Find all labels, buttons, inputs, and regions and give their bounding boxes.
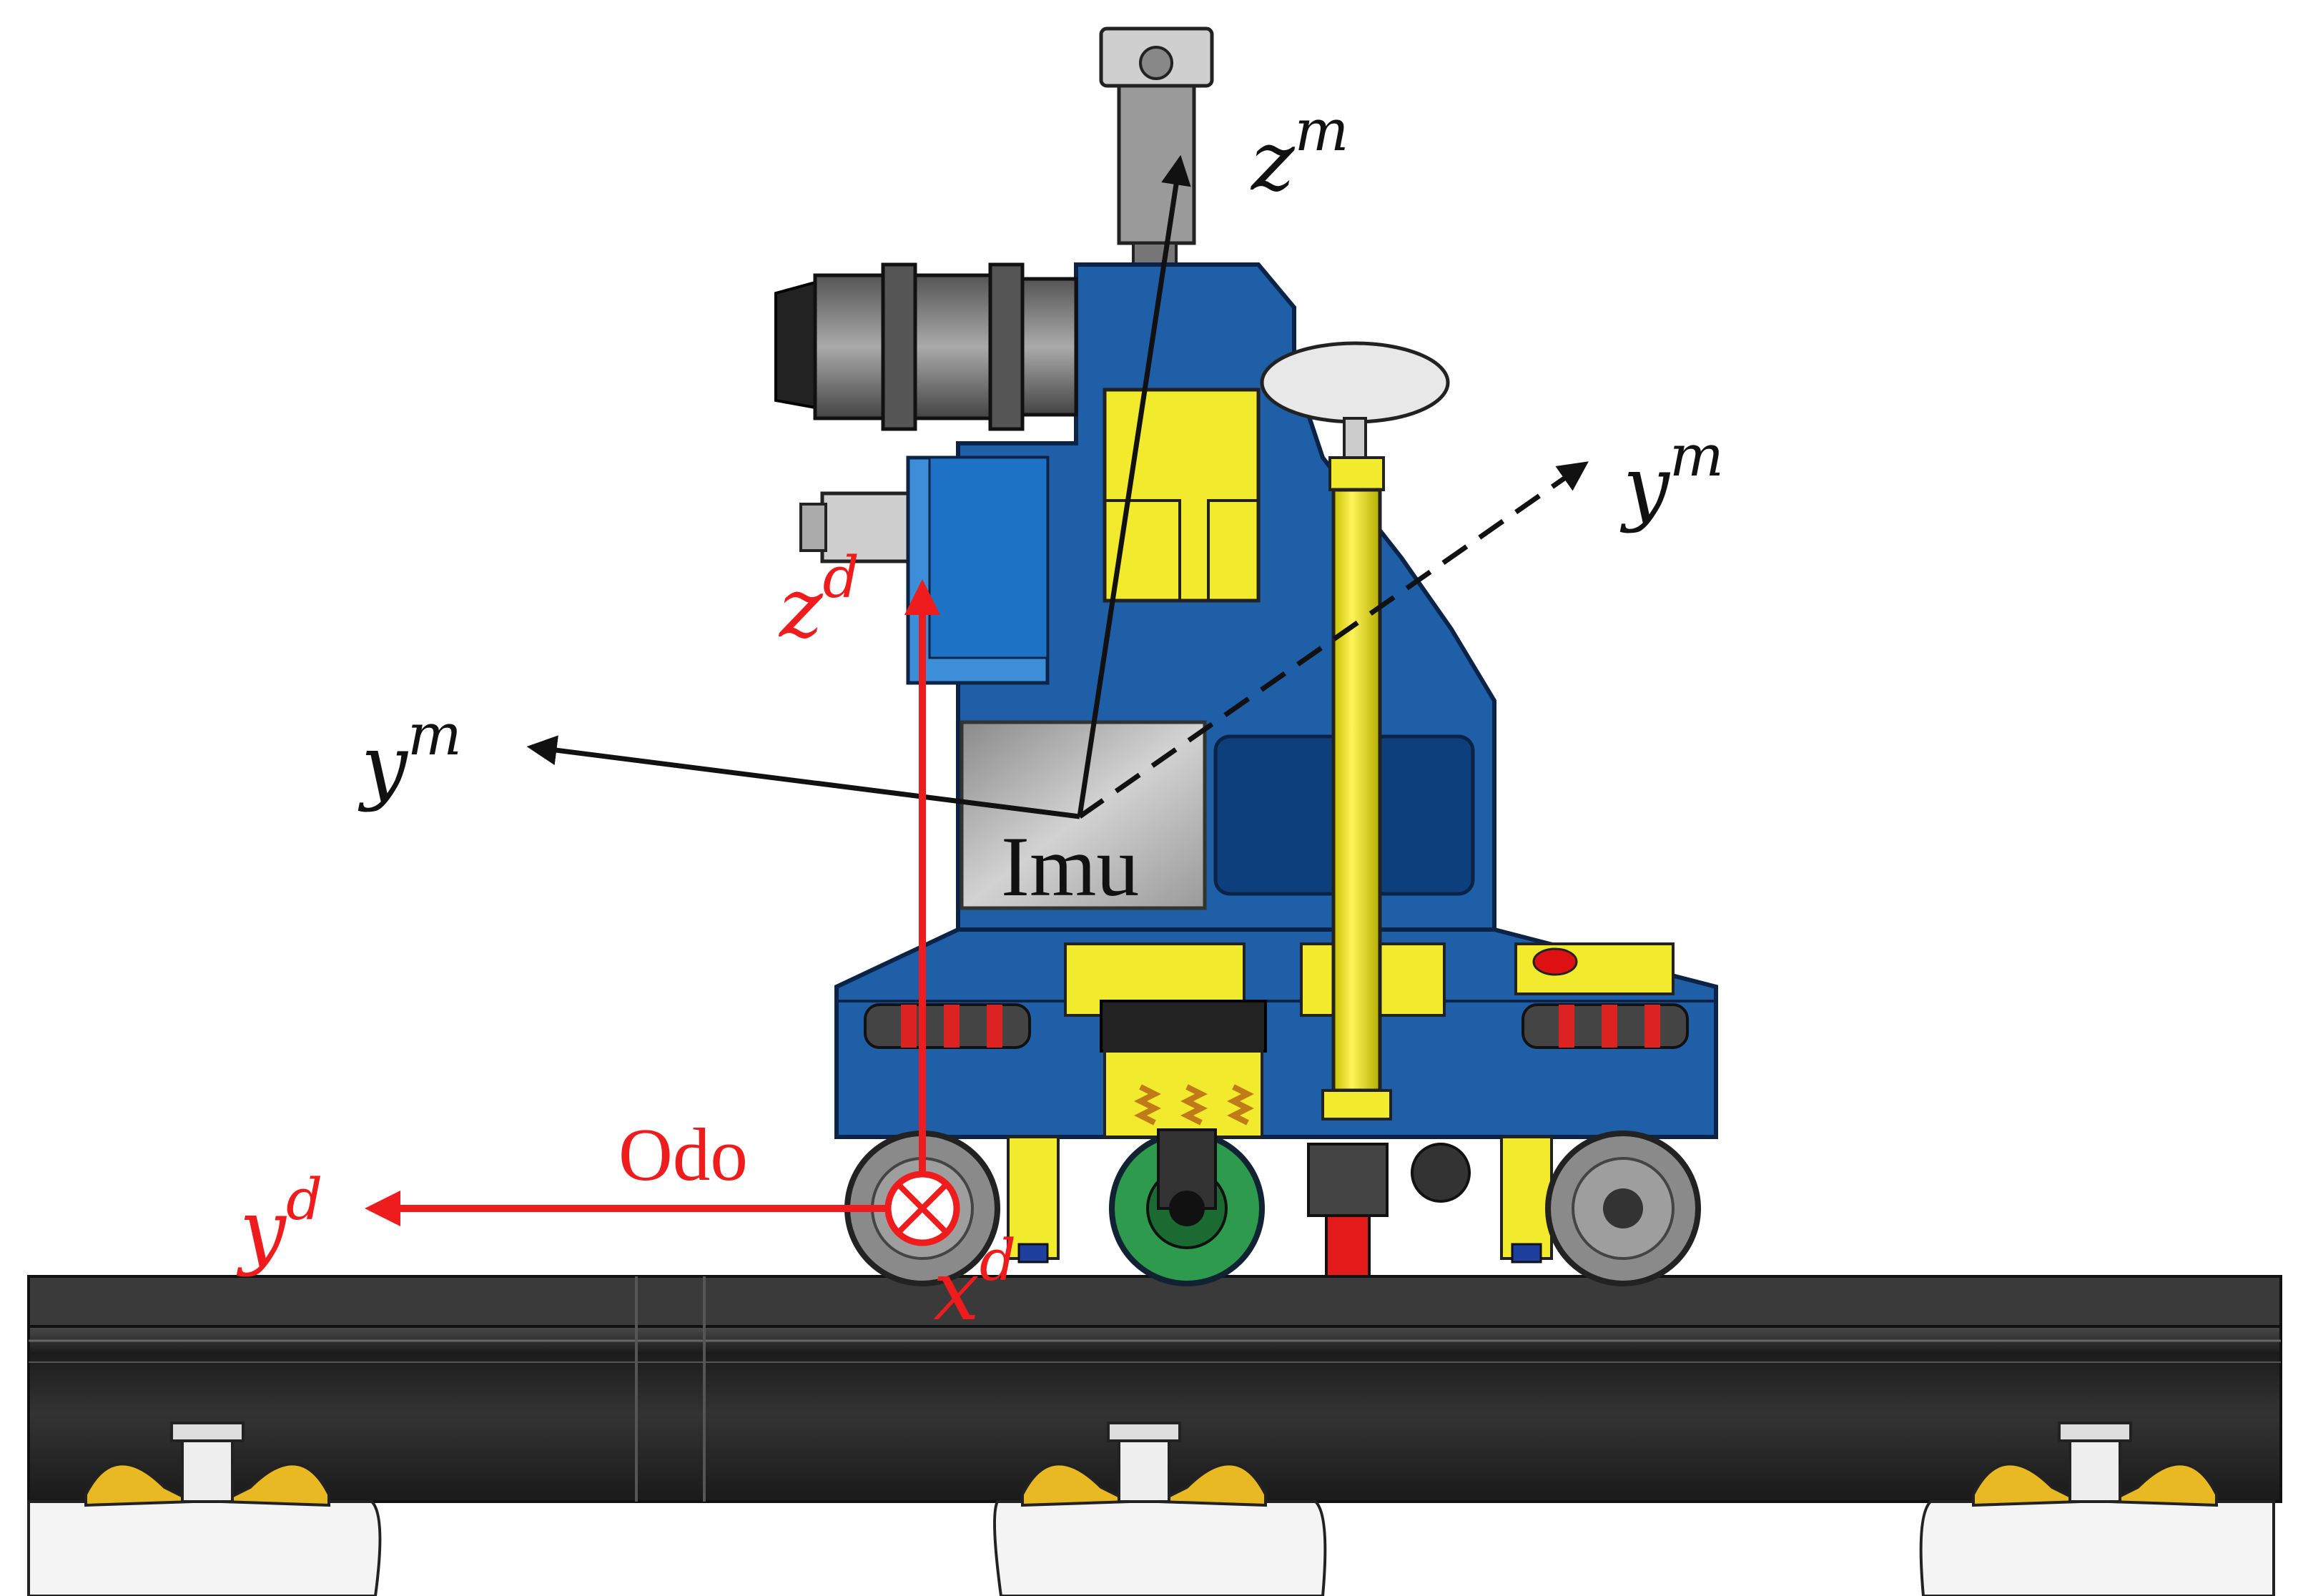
wheel-center [1109,1128,1265,1286]
label-y-m-right: ym [1619,423,1724,535]
small-wheel [1411,1143,1471,1203]
y-m-right-axis-arrow [1077,461,1589,819]
roller-right [1522,1003,1689,1049]
springs [1134,1084,1254,1125]
strut-left [1007,1136,1060,1260]
gnss-antenna-pole [1260,341,1450,1120]
imu-axes [526,154,1589,819]
camera-unit [774,262,1078,431]
y-m-left-axis-arrow [526,735,1080,819]
sleeper-left [27,1500,382,1596]
rail-fastener-middle [1021,1422,1267,1507]
rail-track [27,1275,2282,1596]
side-sensor [799,455,1050,685]
strut-right [1500,1136,1553,1260]
sleeper-middle [993,1500,1327,1596]
label-x-d: xd [933,1227,1016,1339]
z-m-axis-arrow [1077,154,1191,817]
label-y-m-left: ym [357,701,462,814]
label-z-d: zd [778,544,859,656]
center-mechanism [1100,1000,1267,1053]
odometer-axes [365,579,960,1246]
trolley [774,26,1718,1286]
rail-top [27,1275,2282,1328]
wheel-right [1545,1130,1701,1286]
label-odo: Odo [618,1113,748,1196]
x-d-into-page-icon [884,1171,960,1246]
top-mount [1099,26,1214,266]
sleeper-right [1919,1500,2275,1596]
label-z-m: zm [1250,97,1348,210]
roller-left [864,1003,1031,1049]
emergency-stop [1532,947,1578,976]
label-imu: Imu [1001,819,1139,914]
trolley-base [834,927,1718,1139]
label-y-d: yd [236,1166,322,1279]
rail-fastener-left [84,1422,330,1507]
brake-unit [1307,1143,1389,1217]
rail-fastener-right [1972,1422,2218,1507]
